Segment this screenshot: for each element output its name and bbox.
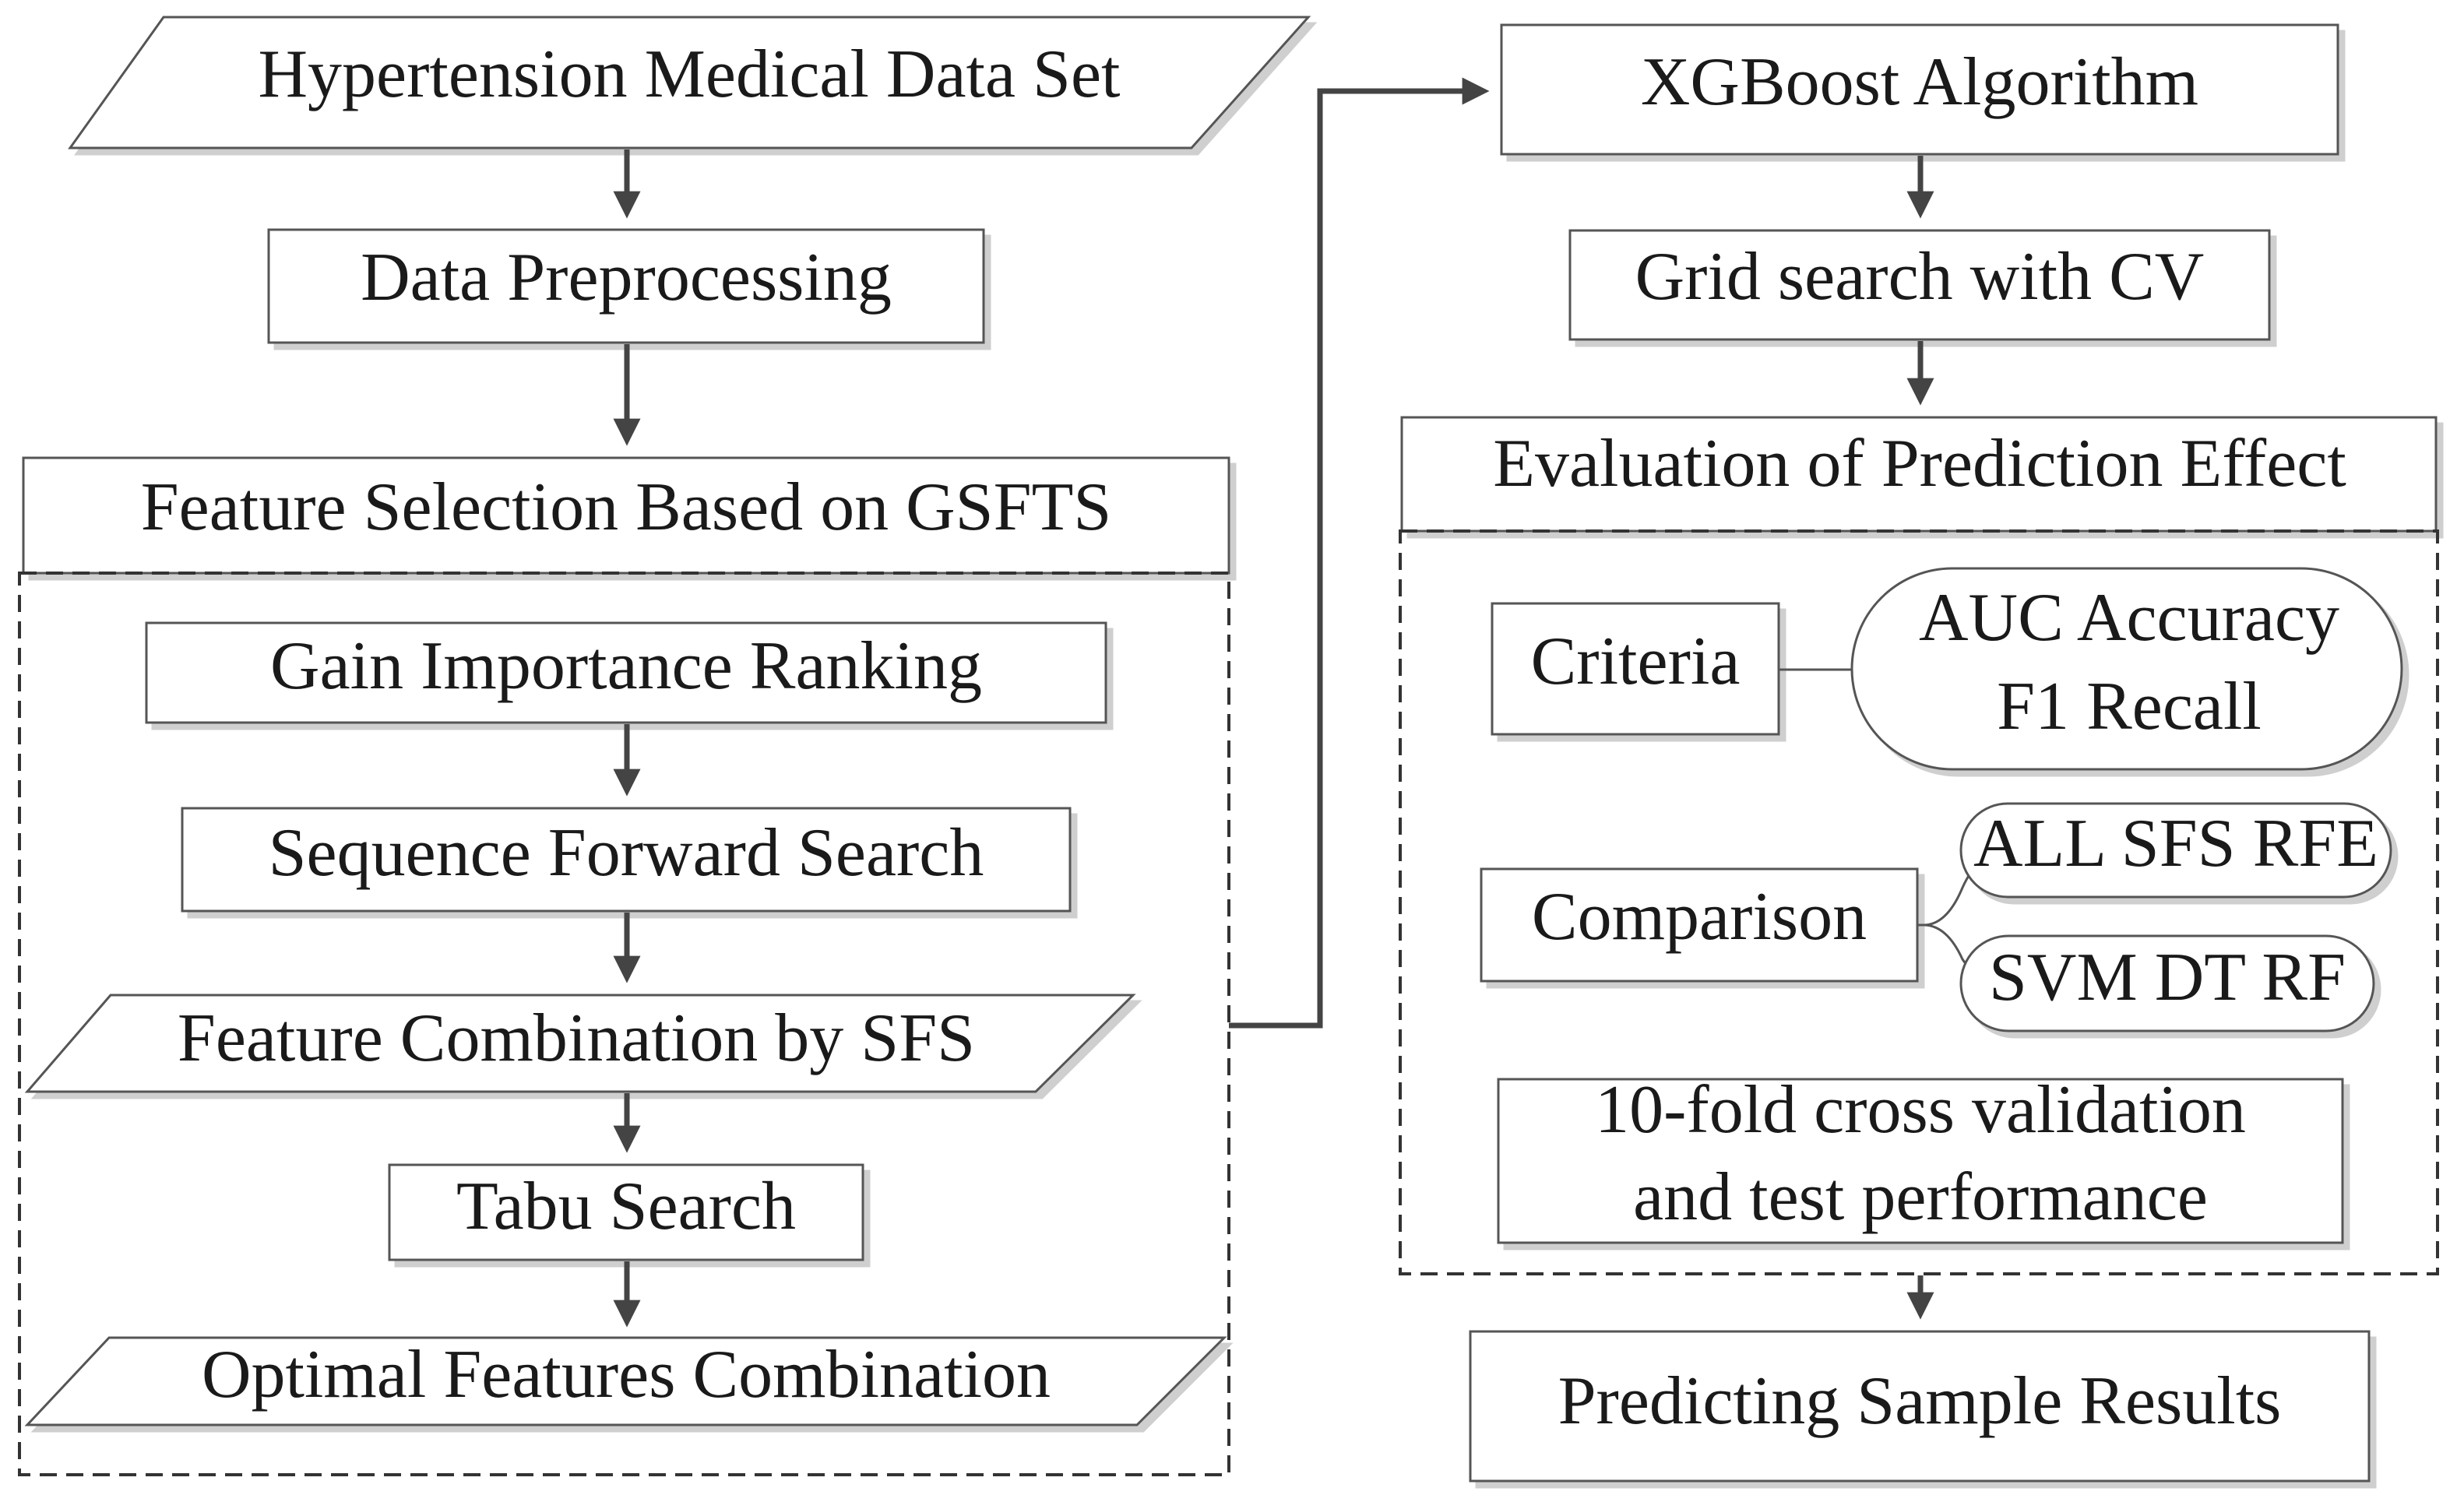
data-preprocessing-label: Data Preprocessing	[361, 240, 892, 315]
criteria-metrics-node: AUC Accuracy F1 Recall	[1850, 567, 2403, 771]
feature-combination-sfs-label: Feature Combination by SFS	[178, 1001, 975, 1076]
sequence-forward-label: Sequence Forward Search	[269, 815, 984, 891]
comparison-models-label: SVM DT RF	[1989, 940, 2346, 1015]
predicting-results-node: Predicting Sample Results	[1469, 1330, 2371, 1483]
data-preprocessing-node: Data Preprocessing	[267, 228, 985, 344]
gain-ranking-node: Gain Importance Ranking	[145, 621, 1107, 724]
criteria-node: Criteria	[1491, 602, 1780, 736]
evaluation-node: Evaluation of Prediction Effect	[1400, 416, 2438, 533]
gain-ranking-label: Gain Importance Ranking	[270, 628, 982, 704]
predicting-results-label: Predicting Sample Results	[1558, 1363, 2282, 1439]
evaluation-dashed-group	[1399, 529, 2439, 1275]
optimal-features-label: Optimal Features Combination	[202, 1337, 1051, 1412]
cross-validation-line2: and test performance	[1633, 1159, 2208, 1235]
tabu-search-node: Tabu Search	[388, 1163, 864, 1261]
comparison-fs-node: ALL SFS RFE	[1959, 802, 2392, 899]
gsfts-dashed-group	[18, 572, 1230, 1476]
tabu-search-label: Tabu Search	[456, 1169, 796, 1244]
xgboost-node: XGBoost Algorithm	[1500, 23, 2339, 156]
comparison-node: Comparison	[1480, 867, 1919, 983]
grid-search-node: Grid search with CV	[1568, 229, 2271, 341]
hypertension-data-node: Hypertension Medical Data Set	[68, 16, 1311, 149]
cross-validation-line1: 10-fold cross validation	[1595, 1072, 2246, 1148]
optimal-features-node: Optimal Features Combination	[24, 1336, 1227, 1426]
feature-combination-sfs-node: Feature Combination by SFS	[24, 994, 1136, 1093]
feature-selection-label: Feature Selection Based on GSFTS	[141, 470, 1112, 545]
comparison-label: Comparison	[1532, 879, 1867, 955]
grid-search-label: Grid search with CV	[1635, 239, 2205, 315]
feature-selection-node: Feature Selection Based on GSFTS	[22, 456, 1230, 575]
comparison-fs-label: ALL SFS RFE	[1973, 806, 2378, 881]
criteria-metrics-line1: AUC Accuracy	[1919, 580, 2339, 656]
cross-validation-node: 10-fold cross validation and test perfor…	[1497, 1072, 2344, 1244]
comparison-models-node: SVM DT RF	[1959, 934, 2375, 1032]
xgboost-label: XGBoost Algorithm	[1641, 44, 2198, 120]
arrow-gsfts-to-xgboost	[1229, 77, 1490, 1029]
sequence-forward-node: Sequence Forward Search	[181, 807, 1072, 913]
evaluation-label: Evaluation of Prediction Effect	[1493, 426, 2346, 501]
hypertension-data-label: Hypertension Medical Data Set	[258, 37, 1120, 112]
criteria-label: Criteria	[1531, 624, 1741, 699]
criteria-metrics-line2: F1 Recall	[1997, 669, 2262, 744]
